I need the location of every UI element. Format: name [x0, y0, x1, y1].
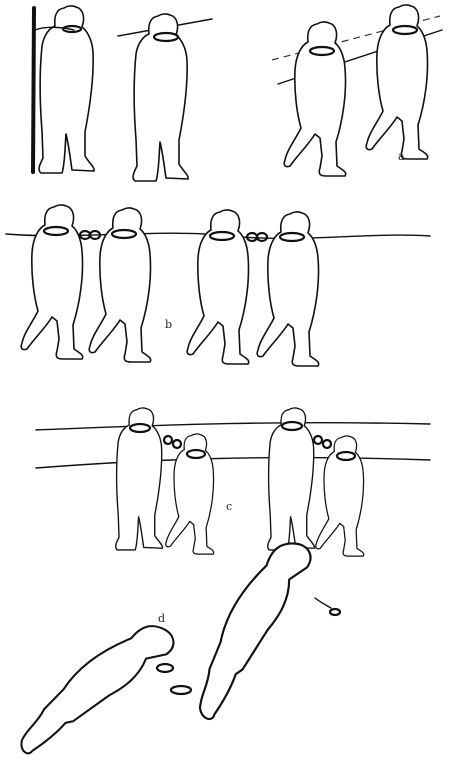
panel-label-a: a	[398, 150, 405, 163]
neck-tether	[315, 598, 331, 608]
panel-b: b	[6, 205, 430, 366]
yoked-figure-1	[284, 22, 345, 176]
panel-label-b: b	[165, 318, 172, 331]
upper-rope	[36, 423, 430, 430]
chain-link	[173, 440, 181, 448]
tether-loop	[330, 609, 340, 615]
neck-collar	[157, 664, 173, 672]
figure-with-neck-pole	[133, 14, 188, 181]
panel-d: d	[3, 534, 356, 754]
panel-label-c: c	[226, 500, 232, 513]
lower-rope	[36, 458, 430, 468]
chain-link	[164, 436, 172, 444]
chain-link	[257, 233, 267, 241]
hand-binding	[171, 686, 191, 694]
lying-figure-small	[3, 622, 190, 755]
panel-label-d: d	[158, 612, 165, 625]
vertical-stake	[33, 8, 34, 172]
chain-link	[314, 436, 322, 444]
panel-c: c	[36, 408, 430, 556]
double-roped-figure-1	[116, 408, 163, 550]
chain-link	[323, 440, 331, 448]
panel-a: a	[33, 5, 442, 181]
